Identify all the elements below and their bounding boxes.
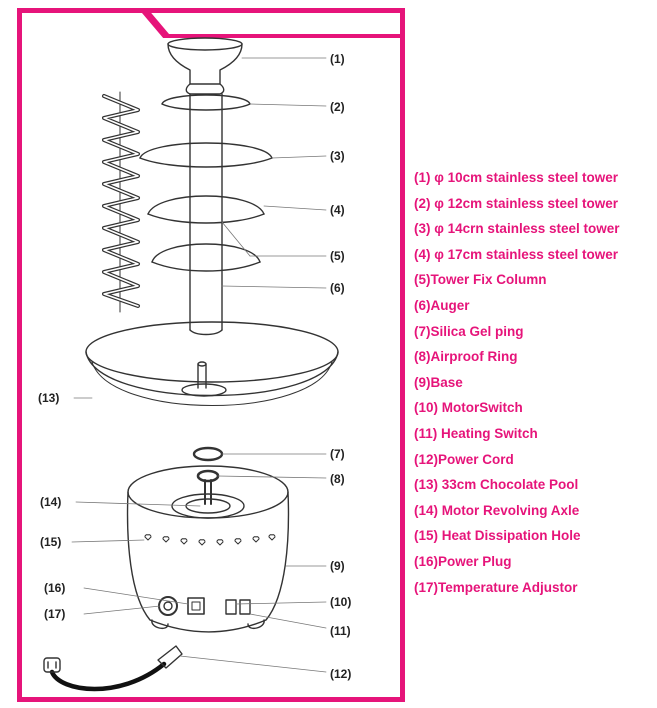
heat-dissipation-holes bbox=[144, 534, 276, 546]
power-cord bbox=[43, 645, 183, 692]
chocolate-pool-bowl bbox=[85, 321, 339, 406]
legend-item-15: (15) Heat Dissipation Hole bbox=[414, 528, 581, 544]
callout-12: (12) bbox=[330, 667, 352, 681]
tower-tier-14cm bbox=[139, 142, 273, 168]
legend-item-1: (1) φ 10cm stainless steel tower bbox=[414, 170, 618, 185]
legend-item-9: (9)Base bbox=[414, 374, 463, 390]
callout-11: (11) bbox=[330, 624, 351, 638]
frame-header-tab bbox=[17, 8, 405, 38]
parts-legend: (1) φ 10cm stainless steel tower (2) φ 1… bbox=[414, 168, 654, 603]
legend-item-17: (17)Temperature Adjustor bbox=[414, 579, 578, 595]
callout-7: (7) bbox=[330, 447, 345, 461]
callout-1: (1) bbox=[330, 52, 345, 66]
base-housing bbox=[126, 465, 290, 633]
legend-item-8: (8)Airproof Ring bbox=[414, 349, 518, 365]
callout-16: (16) bbox=[44, 581, 66, 595]
callout-14: (14) bbox=[40, 495, 62, 509]
auger-illustration bbox=[102, 91, 140, 313]
legend-item-10: (10) MotorSwitch bbox=[414, 400, 523, 416]
legend-item-2: (2) φ 12cm stainless steel tower bbox=[414, 195, 618, 211]
legend-item-13: (13) 33cm Chocolate Pool bbox=[414, 477, 579, 493]
legend-item-5: (5)Tower Fix Column bbox=[414, 272, 547, 288]
legend-item-12: (12)Power Cord bbox=[414, 451, 514, 467]
tower-tier-bottom bbox=[151, 243, 261, 272]
legend-item-14: (14) Motor Revolving Axle bbox=[414, 502, 580, 518]
silica-gel-ring bbox=[192, 446, 224, 462]
callout-5: (5) bbox=[330, 249, 345, 263]
callout-17: (17) bbox=[44, 607, 66, 621]
tower-top-crown bbox=[167, 37, 243, 95]
legend-item-6: (6)Auger bbox=[414, 297, 470, 313]
legend-item-16: (16)Power Plug bbox=[414, 553, 512, 569]
callout-13: (13) bbox=[38, 391, 60, 405]
callout-4: (4) bbox=[330, 203, 345, 217]
tower-tier-17cm bbox=[147, 195, 265, 224]
legend-item-3: (3) φ 14crn stainless steel tower bbox=[414, 221, 620, 237]
callout-15: (15) bbox=[40, 535, 62, 549]
tower-tier-12cm bbox=[161, 94, 251, 111]
callout-10: (10) bbox=[330, 595, 352, 609]
diagram-frame bbox=[17, 8, 405, 702]
callout-2: (2) bbox=[330, 100, 345, 114]
callout-9: (9) bbox=[330, 559, 345, 573]
callout-8: (8) bbox=[330, 472, 345, 486]
airproof-ring bbox=[196, 469, 220, 483]
callout-3: (3) bbox=[330, 149, 345, 163]
legend-item-4: (4) φ 17cm stainless steel tower bbox=[414, 246, 618, 262]
callout-6: (6) bbox=[330, 281, 345, 295]
legend-item-11: (11) Heating Switch bbox=[414, 425, 538, 441]
legend-item-7: (7)Silica Gel ping bbox=[414, 323, 524, 339]
